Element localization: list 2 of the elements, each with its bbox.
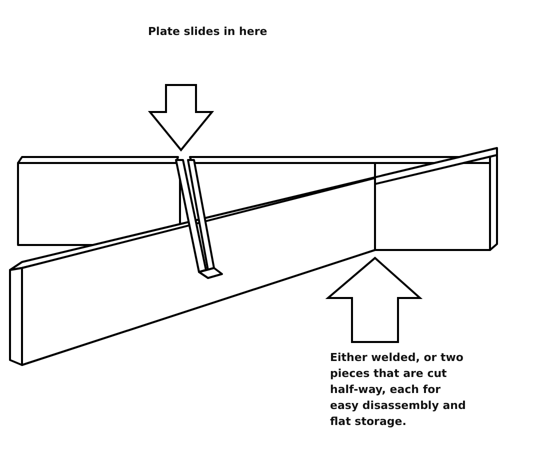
note-text: Plate slides in here [148,24,268,40]
note-text: Either welded, or two pieces that are cut half-way, each for easy disassembly and flat storage. [330,350,467,430]
